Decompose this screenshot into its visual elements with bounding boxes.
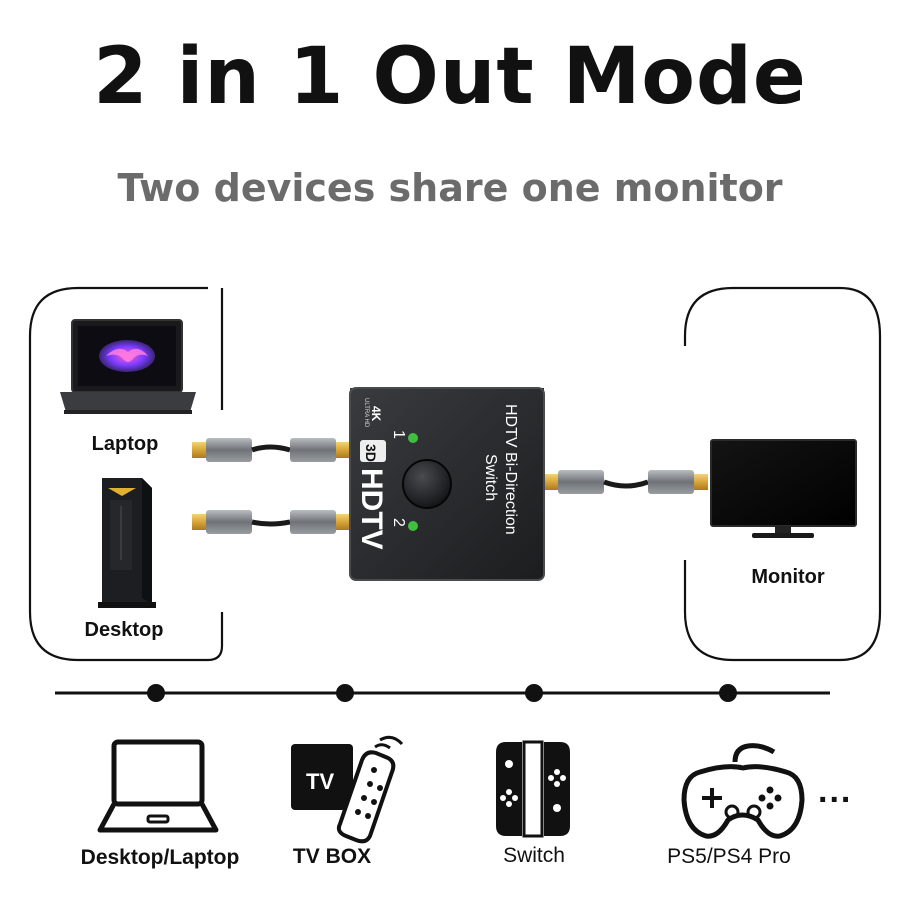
svg-text:TV: TV: [306, 769, 334, 794]
port2-led: [408, 521, 418, 531]
switch-name-line2: Switch: [482, 454, 499, 501]
monitor-image: [710, 439, 857, 538]
more-devices-indicator: ...: [818, 772, 853, 810]
category-label-desktop-laptop: Desktop/Laptop: [80, 846, 240, 869]
laptop-outline-icon: [97, 739, 219, 833]
desktop-label: Desktop: [84, 619, 164, 641]
desktop-tower-image: [98, 478, 156, 608]
port1-label: 1: [390, 430, 407, 439]
category-label-switch: Switch: [503, 844, 565, 867]
timeline-dot: [719, 684, 737, 702]
output-frame: [683, 286, 882, 662]
switch-button: [402, 459, 452, 509]
timeline-dot: [147, 684, 165, 702]
hdmi-cable-desktop: [192, 510, 350, 534]
monitor-label: Monitor: [751, 566, 825, 588]
hdmi-switch-box: [349, 387, 545, 581]
port1-led: [408, 433, 418, 443]
gamepad-icon: [681, 743, 805, 839]
page-subtitle: Two devices share one monitor: [117, 166, 783, 210]
badge-ultra-hd: ULTRA HD: [363, 398, 369, 428]
sources-frame: [28, 286, 224, 662]
page-title: 2 in 1 Out Mode: [93, 32, 807, 122]
laptop-label: Laptop: [91, 433, 159, 455]
badge-3d: 3D: [363, 444, 379, 462]
hdmi-cable-monitor: [544, 470, 708, 494]
timeline-dot: [525, 684, 543, 702]
category-label-tv-box: TV BOX: [292, 845, 372, 868]
hdmi-cable-laptop: [192, 438, 350, 462]
timeline-dot: [336, 684, 354, 702]
switch-brand: HDTV: [355, 468, 388, 550]
category-label-ps5-ps4: PS5/PS4 Pro: [667, 845, 791, 868]
tv-box-remote-icon: TV: [291, 735, 404, 844]
laptop-image: [60, 319, 196, 414]
port2-label: 2: [390, 518, 407, 527]
switch-name-line1: HDTV Bi-Direction: [502, 404, 519, 535]
game-console-icon: [496, 740, 570, 838]
badge-4k: 4K: [369, 406, 383, 422]
